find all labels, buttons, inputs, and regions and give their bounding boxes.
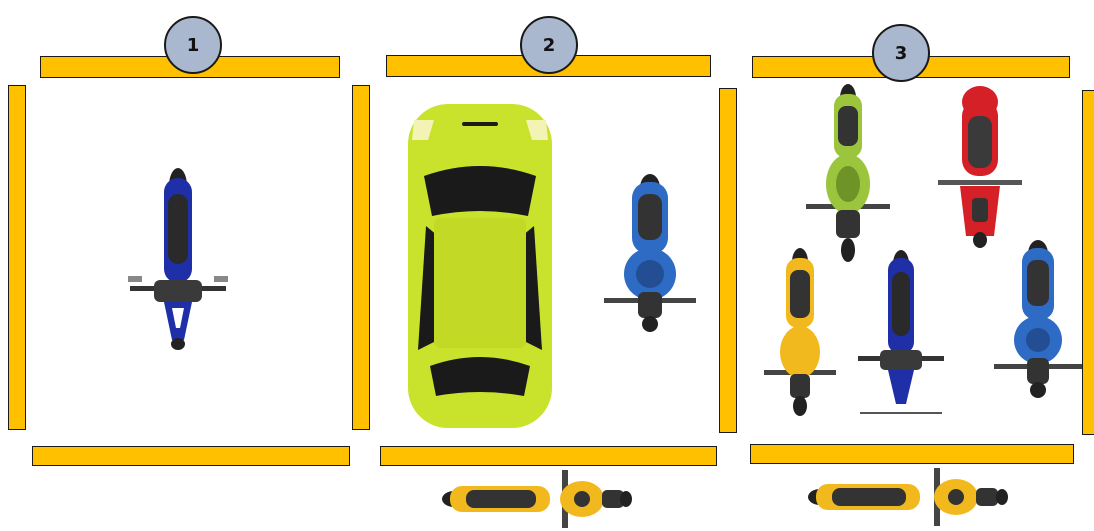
car-icon [404,100,556,432]
car-lot-2-lime [404,100,556,432]
motorcycle-icon [442,468,632,530]
lot-1-bottom-barrier [32,446,350,466]
motorcycle-icon [856,250,946,414]
motorcycle-icon [808,466,1008,528]
lot-1-badge: 1 [164,16,222,74]
motorcycle-lot-3-yellow [764,248,836,416]
motorcycle-icon [764,248,836,416]
motorcycle-outside-lot-2-yellow [442,468,632,530]
lot-3-bottom-barrier [750,444,1074,464]
motorcycle-icon [128,168,228,350]
motorcycle-lot-3-blue [994,240,1082,400]
lot-1-right-barrier [352,85,370,430]
motorcycle-lot-3-red [938,86,1022,250]
motorcycle-icon [806,84,890,264]
lot-2-bottom-barrier [380,446,717,466]
motorcycle-lot-1-navy [128,168,228,350]
lot-2-right-barrier [719,88,737,433]
motorcycle-icon [602,174,698,334]
motorcycle-icon [994,240,1082,400]
motorcycle-lot-3-green [806,84,890,264]
lot-1-left-barrier [8,85,26,430]
motorcycle-lot-2-blue [602,174,698,334]
lot-3-badge: 3 [872,24,930,82]
motorcycle-icon [938,86,1022,250]
motorcycle-lot-3-navy [856,250,946,414]
motorcycle-outside-lot-3-yellow [808,466,1008,528]
lot-2-badge: 2 [520,16,578,74]
lot-3-right-barrier [1082,90,1094,435]
